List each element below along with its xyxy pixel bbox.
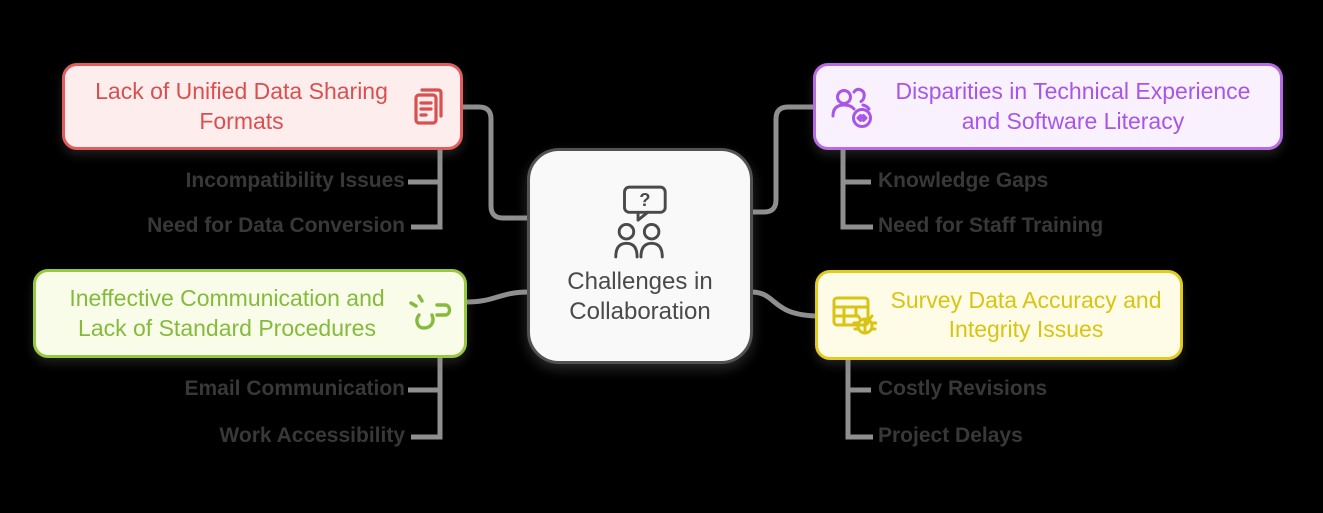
documents-copy-icon — [409, 85, 449, 129]
table-bug-icon — [831, 294, 877, 336]
child-label-incompatibility-issues: Incompatibility Issues — [185, 169, 405, 192]
connector-center-top-right — [751, 104, 815, 215]
child-label-costly-revisions: Costly Revisions — [878, 377, 1048, 400]
branch-label: Disparities in Technical Experience and … — [895, 78, 1251, 134]
svg-text:?: ? — [639, 189, 650, 210]
connector-center-bottom-right — [750, 289, 821, 319]
connector-center-bottom-left — [465, 289, 530, 305]
connector-top-right-children — [840, 149, 873, 230]
center-node-challenges: ? Challenges in Collaboration — [527, 148, 753, 364]
users-sync-icon — [829, 84, 875, 130]
branch-label: Survey Data Accuracy and Integrity Issue… — [890, 286, 1162, 342]
branch-label: Lack of Unified Data Sharing Formats — [95, 78, 388, 134]
branch-node-ineffective-communication: Ineffective Communication and Lack of St… — [33, 269, 467, 358]
child-label-data-conversion: Need for Data Conversion — [147, 214, 405, 237]
center-title: Challenges in Collaboration — [567, 268, 713, 325]
child-label-work-accessibility: Work Accessibility — [219, 424, 405, 447]
connector-center-top-left — [463, 104, 529, 221]
child-label-project-delays: Project Delays — [878, 424, 1023, 447]
branch-node-technical-experience: Disparities in Technical Experience and … — [813, 63, 1283, 150]
branch-label: Ineffective Communication and Lack of St… — [69, 285, 385, 341]
connector-top-left-children — [411, 149, 443, 230]
broken-link-icon — [409, 293, 453, 334]
child-label-knowledge-gaps: Knowledge Gaps — [878, 169, 1049, 192]
connector-bottom-left-children — [411, 355, 443, 440]
branch-node-survey-data-accuracy: Survey Data Accuracy and Integrity Issue… — [815, 270, 1183, 360]
child-label-staff-training: Need for Staff Training — [878, 214, 1104, 237]
branch-node-data-sharing-formats: Lack of Unified Data Sharing Formats — [62, 63, 463, 150]
people-question-bubble-icon: ? — [609, 185, 671, 259]
connector-bottom-right-children — [845, 357, 873, 440]
child-label-email-communication: Email Communication — [184, 377, 405, 400]
